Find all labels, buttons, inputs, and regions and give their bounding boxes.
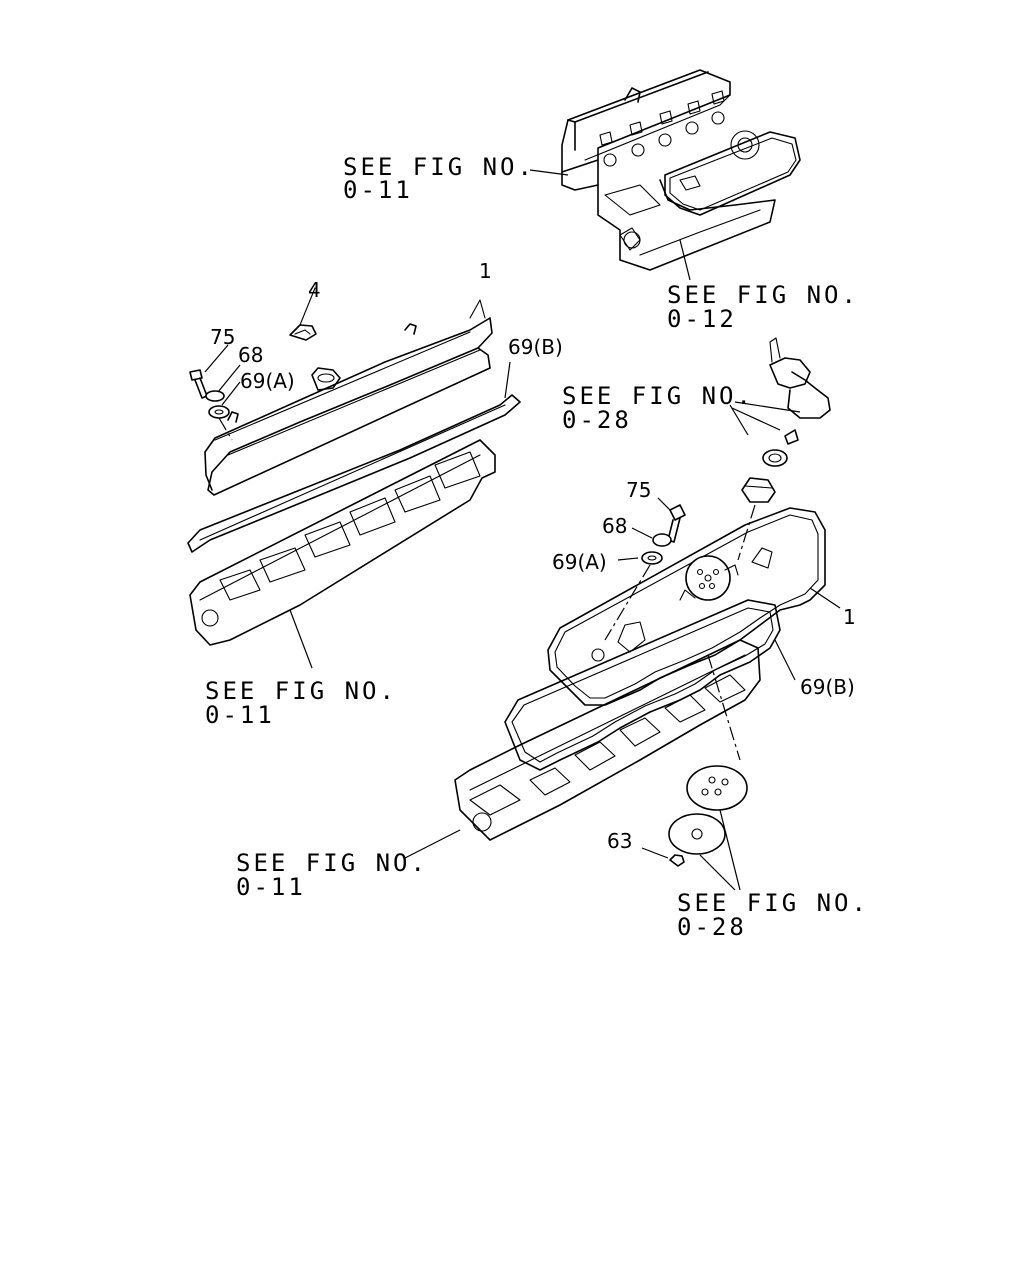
- part-75-left: 75: [210, 325, 235, 349]
- rubber-grommet-right: [737, 477, 776, 561]
- part-68-right: 68: [602, 514, 627, 538]
- rocker-cover-left: [204, 299, 493, 496]
- part-75-right: 75: [626, 478, 651, 502]
- part-68-left: 68: [238, 343, 263, 367]
- see-fig-bottom-line2: 0-11: [236, 873, 306, 901]
- see-fig-012-line2: 0-12: [667, 305, 737, 333]
- bolt-washer-stack-right: [604, 497, 686, 641]
- see-fig-bottom-line1: SEE FIG NO.: [236, 849, 428, 877]
- see-fig-028-top-line2: 0-28: [562, 406, 632, 434]
- part-1-right: 1: [843, 605, 856, 629]
- see-fig-028-bottom-line1: SEE FIG NO.: [677, 889, 869, 917]
- gasket-left: [187, 361, 521, 553]
- part-69a-left: 69(A): [240, 369, 295, 393]
- rocker-cover-right: [547, 507, 841, 706]
- clip-63: [641, 847, 685, 867]
- engine-block-drawing: [561, 69, 801, 271]
- see-fig-mid-line2: 0-11: [205, 701, 275, 729]
- oil-filler-cap-left: [289, 287, 317, 341]
- see-fig-028-top-line1: SEE FIG NO.: [562, 382, 754, 410]
- gasket-right: [504, 599, 796, 771]
- see-fig-028-bottom-line2: 0-28: [677, 913, 747, 941]
- part-69b-left: 69(B): [508, 335, 563, 359]
- see-fig-012-line1: SEE FIG NO.: [667, 281, 859, 309]
- part-63: 63: [607, 829, 632, 853]
- see-fig-top-line2: 0-11: [343, 176, 413, 204]
- part-4: 4: [308, 278, 321, 302]
- oil-separator-discs: [668, 654, 748, 891]
- see-fig-top-line1: SEE FIG NO.: [343, 153, 535, 181]
- bolt-washer-stack-left: [189, 344, 241, 441]
- part-1-left: 1: [479, 259, 492, 283]
- see-fig-mid-line1: SEE FIG NO.: [205, 677, 397, 705]
- part-69a-right: 69(A): [552, 550, 607, 574]
- part-69b-right: 69(B): [800, 675, 855, 699]
- breather-assembly: [729, 337, 831, 467]
- cylinder-head-right: [404, 639, 761, 859]
- cylinder-head-left: [189, 439, 496, 669]
